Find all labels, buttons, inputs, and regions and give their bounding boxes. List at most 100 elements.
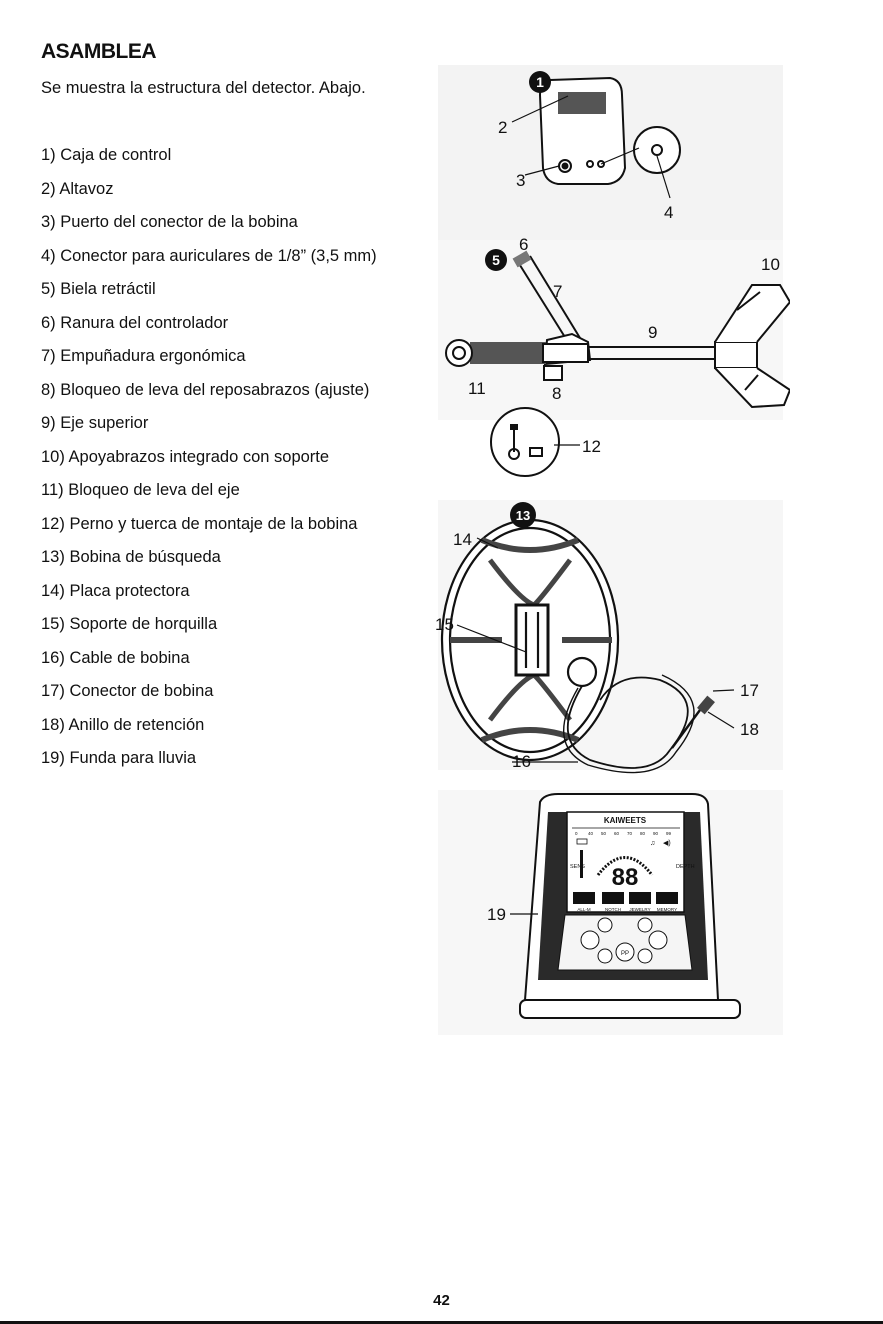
display-brand: KAIWEETS bbox=[604, 816, 647, 825]
callout-number: 7 bbox=[553, 282, 562, 301]
callout-number: 6 bbox=[519, 235, 528, 254]
callout-marker-5 bbox=[485, 249, 507, 271]
callout-number: 3 bbox=[516, 171, 525, 190]
item-number: 15) bbox=[41, 615, 65, 633]
list-item: 16) Cable de bobina bbox=[41, 647, 377, 681]
control-box-illustration bbox=[538, 76, 681, 185]
item-label: Ranura del controlador bbox=[60, 313, 229, 332]
callout-marker-13 bbox=[510, 502, 536, 528]
item-label: Biela retráctil bbox=[60, 280, 156, 298]
item-label: Apoyabrazos integrado con soporte bbox=[68, 447, 330, 466]
item-label: Bobina de búsqueda bbox=[69, 548, 221, 566]
callout-number: 19 bbox=[487, 905, 506, 924]
page-number: 42 bbox=[433, 1292, 450, 1309]
list-item: 4) Conector para auriculares de 1/8” (3,… bbox=[41, 245, 377, 279]
list-item: 7) Empuñadura ergonómica bbox=[41, 345, 377, 379]
callout-number: 12 bbox=[582, 437, 601, 456]
lcd-display: KAIWEETS 0 40 50 60 70 80 90 99 ♫ ◀) 88 … bbox=[570, 816, 695, 912]
list-item: 15) Soporte de horquilla bbox=[41, 613, 377, 647]
callout-marker-1 bbox=[529, 71, 551, 93]
callout-number: 2 bbox=[498, 118, 507, 137]
item-label: Anillo de retención bbox=[68, 715, 205, 734]
list-item: 19) Funda para lluvia bbox=[41, 747, 377, 781]
bolt-inset-illustration bbox=[490, 407, 560, 477]
callout-number: 18 bbox=[740, 720, 759, 739]
list-item: 1) Caja de control bbox=[41, 144, 377, 178]
headphone-icon: ♫ bbox=[650, 840, 655, 847]
list-item: 6) Ranura del controlador bbox=[41, 312, 377, 346]
sens-label: SENS bbox=[570, 864, 585, 870]
item-label: Placa protectora bbox=[69, 581, 190, 600]
item-label: Eje superior bbox=[60, 414, 149, 432]
battery-icon bbox=[576, 838, 588, 845]
list-item: 8) Bloqueo de leva del reposabrazos (aju… bbox=[41, 379, 377, 413]
item-number: 10) bbox=[41, 447, 65, 466]
item-label: Empuñadura ergonómica bbox=[60, 347, 246, 365]
item-number: 13) bbox=[41, 548, 65, 566]
callout-number: 17 bbox=[740, 681, 759, 700]
list-item: 17) Conector de bobina bbox=[41, 680, 377, 714]
item-label: Bloqueo de leva del eje bbox=[68, 481, 240, 499]
scale-label: 40 bbox=[588, 831, 594, 836]
callout-lines-1-4 bbox=[511, 95, 671, 199]
item-number: 18) bbox=[41, 715, 65, 734]
item-number: 7) bbox=[41, 347, 56, 365]
item-label: Altavoz bbox=[59, 179, 114, 198]
list-item: 18) Anillo de retención bbox=[41, 714, 377, 748]
item-label: Perno y tuerca de montaje de la bobina bbox=[69, 514, 358, 533]
scale-label: 50 bbox=[601, 831, 607, 836]
callout-number: 11 bbox=[468, 379, 486, 398]
item-number: 3) bbox=[41, 213, 56, 231]
item-label: Conector para auriculares de 1/8” (3,5 m… bbox=[60, 246, 377, 265]
scale-label: 90 bbox=[653, 831, 659, 836]
item-label: Caja de control bbox=[60, 146, 172, 164]
item-number: 1) bbox=[41, 146, 56, 164]
item-number: 12) bbox=[41, 514, 65, 533]
callout-number: 5 bbox=[492, 252, 500, 268]
scale-label: 60 bbox=[614, 831, 620, 836]
callout-lines-14-18 bbox=[456, 537, 735, 763]
list-item: 12) Perno y tuerca de montaje de la bobi… bbox=[41, 513, 377, 547]
speaker-icon: ◀) bbox=[663, 840, 671, 847]
list-item: 3) Puerto del conector de la bobina bbox=[41, 211, 377, 245]
search-coil-illustration bbox=[440, 518, 715, 774]
item-number: 6) bbox=[41, 313, 56, 332]
item-label: Soporte de horquilla bbox=[69, 615, 218, 633]
assembly-diagram: PP KAIWEETS 0 40 50 60 70 80 90 99 ♫ ◀) … bbox=[435, 65, 790, 1035]
mode-label: ALL-M bbox=[577, 907, 591, 912]
item-number: 19) bbox=[41, 749, 65, 767]
item-label: Conector de bobina bbox=[69, 682, 214, 700]
scale-label: 80 bbox=[640, 831, 646, 836]
callout-number: 15 bbox=[435, 615, 454, 634]
callout-number: 1 bbox=[536, 74, 544, 90]
scale-label: 0 bbox=[575, 831, 578, 836]
item-number: 16) bbox=[41, 648, 65, 667]
item-number: 11) bbox=[41, 481, 64, 499]
callout-number: 13 bbox=[516, 508, 530, 523]
display-digits: 88 bbox=[612, 864, 639, 891]
depth-label: DEPTH bbox=[676, 864, 695, 870]
item-label: Cable de bobina bbox=[69, 648, 190, 667]
mode-label: NOTCH bbox=[605, 907, 621, 912]
callout-number: 9 bbox=[648, 323, 657, 342]
item-number: 14) bbox=[41, 581, 65, 600]
list-item: 2) Altavoz bbox=[41, 178, 377, 212]
callout-number: 4 bbox=[664, 203, 673, 222]
item-label: Funda para lluvia bbox=[69, 749, 197, 767]
item-number: 8) bbox=[41, 380, 56, 399]
shaft-illustration bbox=[445, 250, 790, 409]
mode-label: JEWELRY bbox=[629, 907, 650, 912]
list-item: 10) Apoyabrazos integrado con soporte bbox=[41, 446, 377, 480]
item-number: 9) bbox=[41, 414, 56, 432]
item-number: 2) bbox=[41, 179, 56, 198]
item-label: Bloqueo de leva del reposabrazos (ajuste… bbox=[60, 380, 370, 399]
intro-text: Se muestra la estructura del detector. A… bbox=[41, 79, 366, 97]
list-item: 5) Biela retráctil bbox=[41, 278, 377, 312]
callout-number: 10 bbox=[761, 255, 780, 274]
page-title: ASAMBLEA bbox=[41, 40, 157, 63]
callout-number: 16 bbox=[512, 752, 531, 771]
callout-number: 14 bbox=[453, 530, 472, 549]
scale-label: 99 bbox=[666, 831, 672, 836]
list-item: 13) Bobina de búsqueda bbox=[41, 546, 377, 580]
scale-label: 70 bbox=[627, 831, 633, 836]
